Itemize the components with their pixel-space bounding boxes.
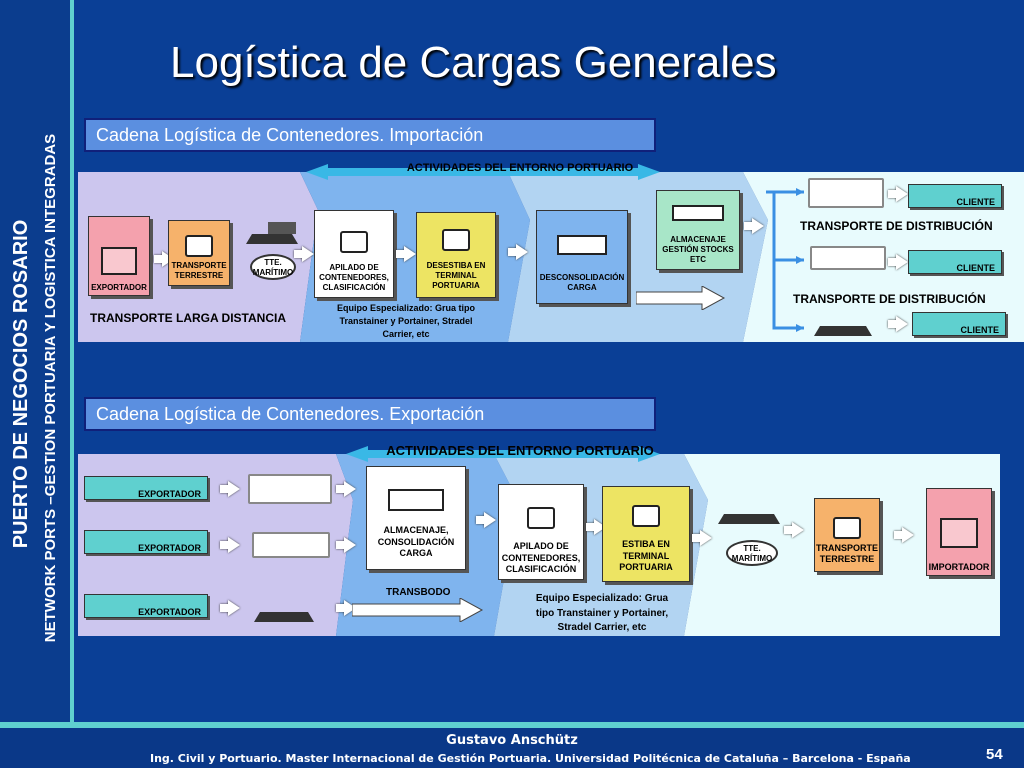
arrow-icon <box>888 316 908 332</box>
export-exportador-2: EXPORTADOR <box>84 530 208 554</box>
import-larga-distancia: TRANSPORTE LARGA DISTANCIA <box>90 311 286 325</box>
export-almacenaje-box: ALMACENAJE, CONSOLIDACIÓN CARGA <box>366 466 466 570</box>
export-estiba-box: ESTIBA EN TERMINAL PORTUARIA <box>602 486 690 582</box>
export-transporte-terrestre-box: TRANSPORTE TERRESTRE <box>814 498 880 572</box>
sidebar: PUERTO DE NEGOCIOS ROSARIO NETWORK PORTS… <box>0 0 74 734</box>
export-tte-maritimo: TTE. MARÍTIMO <box>726 540 778 566</box>
arrow-icon <box>220 481 240 497</box>
import-apilado-box: APILADO DE CONTENEDORES, CLASIFICACIÓN <box>314 210 394 298</box>
export-entorno-label: ACTIVIDADES DEL ENTORNO PORTUARIO <box>386 443 654 458</box>
arrow-icon <box>220 537 240 553</box>
arrow-icon <box>784 522 804 538</box>
export-importador-box: IMPORTADOR <box>926 488 992 576</box>
containers-icon <box>527 507 555 530</box>
arrow-icon <box>220 600 240 616</box>
large-arrow-icon <box>636 286 726 310</box>
import-equipo-text: Equipo Especializado: Grua tipo Transtai… <box>336 303 475 340</box>
sidebar-subtitle: NETWORK PORTS –GESTION PORTUARIA Y LOGIS… <box>42 133 59 643</box>
ship-icon <box>254 594 314 622</box>
footer <box>0 722 1024 768</box>
export-exportador-3: EXPORTADOR <box>84 594 208 618</box>
page-number: 54 <box>986 746 1003 763</box>
arrow-icon <box>888 254 908 270</box>
truck-icon <box>833 516 861 539</box>
ship-icon <box>814 310 872 336</box>
arrow-icon <box>336 537 356 553</box>
arrow-icon <box>336 481 356 497</box>
export-apilado-box: APILADO DE CONTENEDORES, CLASIFICACIÓN <box>498 484 584 580</box>
export-header: Cadena Logística de Contenedores. Export… <box>84 397 656 431</box>
warehouse-icon <box>672 205 724 221</box>
arrow-icon <box>894 527 914 543</box>
import-header: Cadena Logística de Contenedores. Import… <box>84 118 656 152</box>
forklift-icon <box>632 505 660 528</box>
arrow-icon <box>508 244 528 260</box>
arrow-icon <box>692 530 712 546</box>
ship-icon <box>246 216 298 244</box>
train-icon <box>810 246 886 270</box>
arrow-icon <box>888 186 908 202</box>
arrow-icon <box>744 218 764 234</box>
import-cliente-1: CLIENTE <box>908 184 1002 208</box>
factory-icon <box>940 517 978 548</box>
import-desestiba-box: DESESTIBA EN TERMINAL PORTUARIA <box>416 212 496 298</box>
import-exportador-box: EXPORTADOR <box>88 216 150 296</box>
footer-affiliation: Ing. Civil y Portuario. Master Internaci… <box>150 752 911 765</box>
import-distribucion-2: TRANSPORTE DE DISTRIBUCIÓN <box>793 292 986 306</box>
export-exportador-1: EXPORTADOR <box>84 476 208 500</box>
import-tte-maritimo: TTE. MARÍTIMO <box>250 254 296 280</box>
import-almacenaje-box: ALMACENAJE GESTIÓN STOCKS ETC <box>656 190 740 270</box>
warehouse-icon <box>388 489 444 512</box>
arrow-icon <box>476 512 496 528</box>
import-distribucion-1: TRANSPORTE DE DISTRIBUCIÓN <box>800 219 993 233</box>
import-cliente-3: CLIENTE <box>912 312 1006 336</box>
export-transbodo-label: TRANSBODO <box>386 587 451 598</box>
import-entorno-label: ACTIVIDADES DEL ENTORNO PORTUARIO <box>406 162 634 174</box>
large-arrow-icon <box>352 598 484 622</box>
page-title: Logística de Cargas Generales <box>170 38 777 87</box>
distribution-branch <box>766 188 804 332</box>
factory-icon <box>101 247 137 275</box>
import-transporte-terrestre-box: TRANSPORTE TERRESTRE <box>168 220 230 286</box>
train-icon <box>252 532 330 558</box>
import-cliente-2: CLIENTE <box>908 250 1002 274</box>
warehouse-icon <box>557 235 607 255</box>
export-equipo-text: Equipo Especializado: Grua tipo Transtai… <box>535 593 669 633</box>
forklift-icon <box>442 229 470 251</box>
truck-icon <box>185 235 213 257</box>
arrow-icon <box>294 246 314 262</box>
footer-author: Gustavo Anschütz <box>446 733 578 748</box>
ship-icon <box>718 494 780 524</box>
truck-icon <box>248 474 332 504</box>
arrow-icon <box>396 246 416 262</box>
containers-icon <box>340 231 368 253</box>
truck-icon <box>808 178 884 208</box>
sidebar-title: PUERTO DE NEGOCIOS ROSARIO <box>10 219 32 549</box>
import-desconsolidacion-box: DESCONSOLIDACIÓN CARGA <box>536 210 628 304</box>
